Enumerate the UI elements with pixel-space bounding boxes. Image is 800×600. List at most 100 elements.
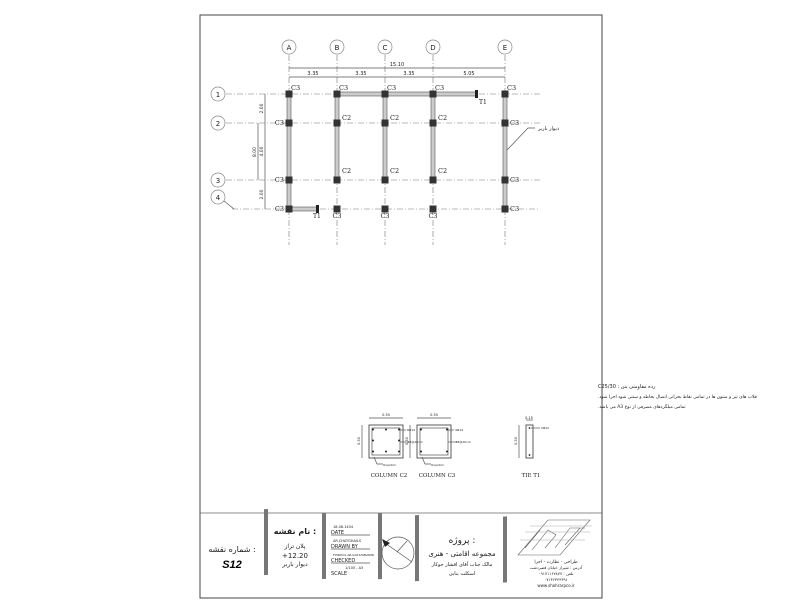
note-line: قلاب های تیر و ستون ها در تمامی نقاط بحر… <box>598 395 757 400</box>
axis-bubble <box>281 39 297 55</box>
column-label: C2 <box>390 114 399 122</box>
axis-bubble <box>210 172 226 188</box>
general-notes: رده مقاومتی بتن : C25/30 قلاب های تیر و … <box>598 384 757 410</box>
overall-row-dimension: 8.00 <box>252 147 258 157</box>
project-name: مجموعه اقامتی - هنری <box>428 550 496 558</box>
section-height: 0.30 <box>357 437 361 445</box>
axis-label: 4 <box>216 194 221 202</box>
column-A1 <box>285 90 293 98</box>
project-structure: اسکلت بنایی <box>449 571 475 577</box>
column-section-outline <box>416 424 452 459</box>
note-line: تمامی میلگردهای مصرفی از نوع A3 می باشد. <box>598 403 686 410</box>
rebar <box>420 450 422 453</box>
project-owner: مالک جناب آقای افشار جوکار <box>431 561 493 568</box>
column-C4 <box>381 205 389 213</box>
section-stirrup: Φ8@20cm <box>455 440 471 444</box>
leader-line <box>421 456 431 465</box>
leader-line <box>223 200 235 210</box>
rebar <box>420 428 422 431</box>
column-E4 <box>501 205 509 213</box>
axis-bubble <box>377 39 393 55</box>
axis-bubble <box>329 39 345 55</box>
bay-dimension: 3.35 <box>355 71 366 77</box>
column-label: C3 <box>339 84 348 92</box>
wall-label: دیوار باربر <box>537 126 559 132</box>
column-B4 <box>333 205 341 213</box>
sheet-name-line: دیوار باربر <box>281 561 308 568</box>
load-bearing-wall <box>382 93 388 181</box>
column-D1 <box>429 90 437 98</box>
axis-bubble <box>210 86 226 102</box>
stirrup <box>371 427 401 456</box>
drawn-label: DRAWN BY <box>331 544 359 550</box>
section-width: 0.30 <box>430 413 438 417</box>
divider <box>415 515 419 582</box>
column-label: C3 <box>275 119 284 127</box>
column-D4 <box>429 205 437 213</box>
rebar <box>528 454 531 456</box>
stirrup <box>419 427 449 456</box>
axis-label: 2 <box>216 120 220 128</box>
column-label: C3 <box>291 84 300 92</box>
checked-value: F.PIROOL AR.GOLSHIRVAND <box>333 553 375 557</box>
column-label: C3 <box>510 176 519 184</box>
column-D2 <box>429 119 437 127</box>
scale-value: 1/100 - A3 <box>345 566 363 570</box>
note-line: رده مقاومتی بتن : C25/30 <box>598 384 656 390</box>
load-bearing-wall <box>288 206 318 212</box>
column-A3 <box>285 176 293 184</box>
section-bars: 8Φ14 <box>407 428 415 432</box>
section-title: COLUMN C3 <box>419 473 456 479</box>
column-label: C3 <box>275 205 284 213</box>
column-A2 <box>285 119 293 127</box>
load-bearing-wall <box>286 93 292 210</box>
sheet-name-level: +12.20 <box>282 552 308 560</box>
company-logo <box>517 519 592 556</box>
divider <box>264 508 268 576</box>
column-label: C3 <box>435 84 444 92</box>
column-C1 <box>381 90 389 98</box>
load-bearing-wall <box>502 93 508 210</box>
tie-label: T1 <box>313 213 321 220</box>
column-label: C3 <box>507 84 516 92</box>
column-label: C3 <box>332 212 341 220</box>
section-bars: 4Φ14 <box>455 428 463 432</box>
column-label: C3 <box>510 205 519 213</box>
tie-label: T1 <box>479 99 487 106</box>
rebar <box>528 427 531 429</box>
column-label: C2 <box>342 167 351 175</box>
column-label: C2 <box>438 167 447 175</box>
section-hook: Overdim <box>383 463 396 467</box>
column-E1 <box>501 90 509 98</box>
rebar <box>372 439 374 442</box>
rebar <box>372 428 374 431</box>
axis-label: 1 <box>216 91 220 99</box>
axis-label: 3 <box>216 177 220 185</box>
overall-dimension: 15.10 <box>390 62 404 68</box>
column-E2 <box>501 119 509 127</box>
axis-label: A <box>287 44 292 52</box>
checked-label: CHECKED <box>331 558 355 564</box>
section-stirrup: Φ8@20cm <box>407 440 423 444</box>
section-height: 0.30 <box>514 437 518 445</box>
rebar <box>385 450 387 453</box>
sheet-border <box>199 14 603 599</box>
sheet-number: S12 <box>222 559 242 571</box>
axis-bubble <box>425 39 441 55</box>
section-title: TIE T1 <box>522 473 541 479</box>
divider <box>322 512 326 580</box>
column-E3 <box>501 176 509 184</box>
company-services: طراحی - نظارت - اجرا <box>534 560 578 565</box>
title-block: شماره نقشه : S12 نام نقشه : پلان تراز +1… <box>200 508 602 588</box>
company-phone-2: ۰۷۱۳۶۳۴۴۳۹۱ <box>544 577 568 582</box>
column-B1 <box>333 90 341 98</box>
bay-dimension: 3.35 <box>307 71 318 77</box>
section-hook: Overdim <box>431 463 444 467</box>
column-label: C3 <box>510 119 519 127</box>
column-label: C3 <box>387 84 396 92</box>
row-dimension: 2.00 <box>259 103 265 113</box>
tie-t1 <box>316 205 319 213</box>
